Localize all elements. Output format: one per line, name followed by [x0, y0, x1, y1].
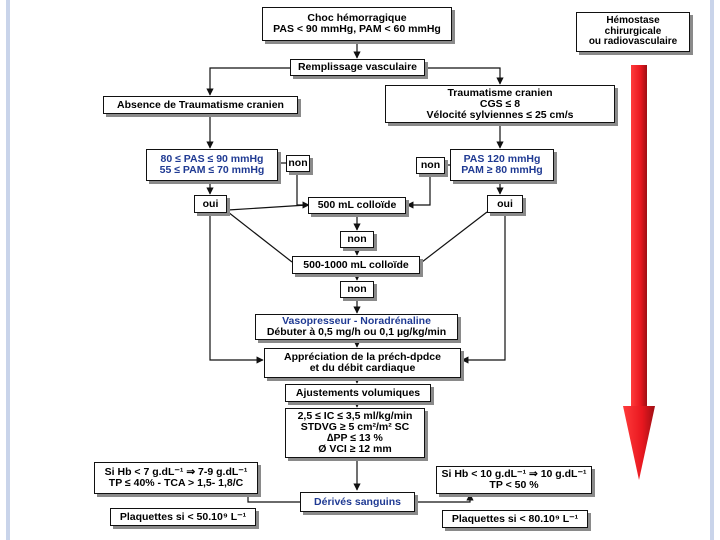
colloide-500-box: 500 mL colloïde [308, 197, 406, 214]
priority-arrow [623, 65, 655, 480]
absence-trauma-box: Absence de Traumatisme cranien [103, 96, 298, 114]
ajustements-box: Ajustements volumiques [285, 384, 431, 402]
non-middle-1-box: non [340, 231, 374, 248]
plaquettes-right-box: Plaquettes si < 80.10⁹ L⁻¹ [442, 510, 588, 528]
colloide-1000-box: 500-1000 mL colloïde [292, 256, 420, 274]
oui-left-box: oui [194, 195, 227, 213]
non-right-box: non [416, 157, 445, 174]
plaquettes-left-box: Plaquettes si < 50.10⁹ L⁻¹ [110, 508, 256, 526]
non-left-box: non [286, 155, 310, 172]
derives-sanguins-box: Dérivés sanguins [300, 492, 415, 512]
remplissage-box: Remplissage vasculaire [290, 59, 425, 76]
slide-frame [6, 0, 714, 540]
oui-right-box: oui [487, 195, 523, 213]
non-middle-2-box: non [340, 281, 374, 298]
